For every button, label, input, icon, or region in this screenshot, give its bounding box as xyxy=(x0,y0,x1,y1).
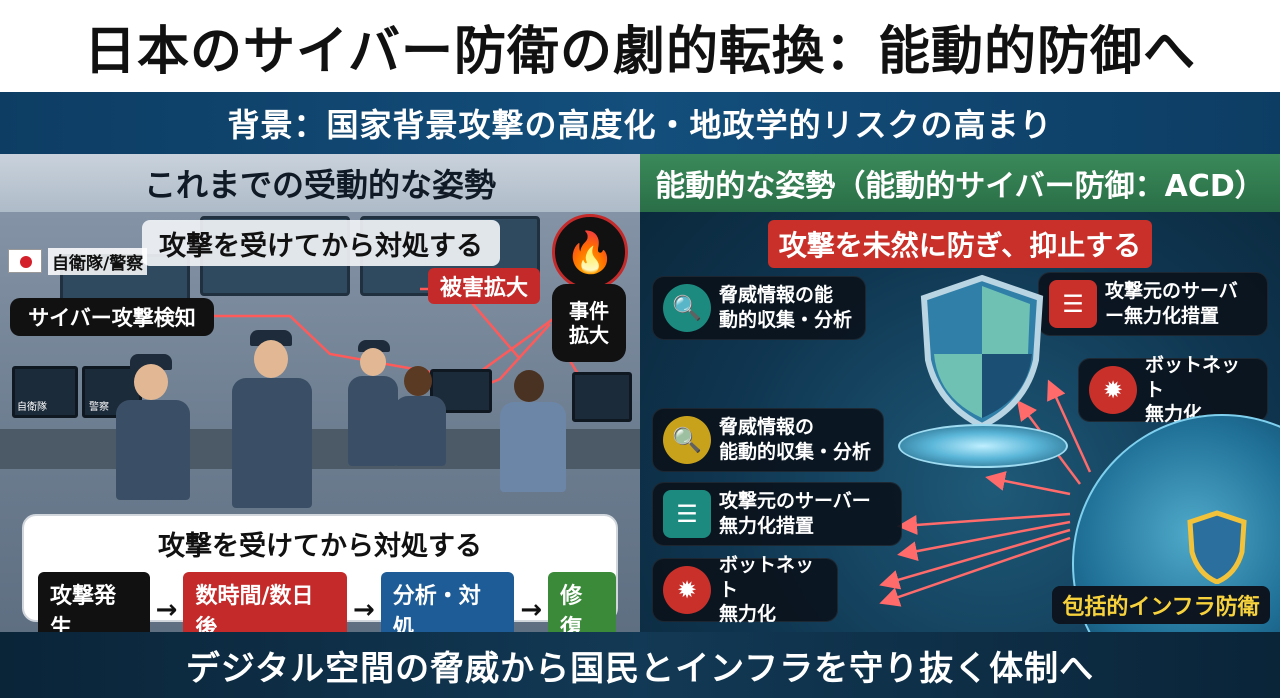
magnifier-icon: 🔍 xyxy=(663,284,711,332)
server-icon: ☰ xyxy=(663,490,711,538)
monitor xyxy=(572,372,632,422)
botnet-card: ✹ ボットネット無力化 xyxy=(1078,354,1268,425)
damage-tag: 被害拡大 xyxy=(428,268,540,304)
title-bar: 日本のサイバー防衛の劇的転換：能動的防御へ xyxy=(0,0,1280,92)
reactive-panel: これまでの受動的な姿勢 攻撃を受けてから対処する 自衛隊/警察 サイバー攻撃検知… xyxy=(0,154,640,632)
page-title: 日本のサイバー防衛の劇的転換：能動的防御へ xyxy=(84,21,1196,82)
threat-intel-card: 🔍 脅威情報の能動的収集・分析 xyxy=(652,408,884,472)
prevention-banner-text: 攻撃を未然に防ぎ、抑止する xyxy=(778,229,1142,262)
flow-step: 修復 xyxy=(548,572,616,632)
card-line: 脅威情報の xyxy=(719,416,815,439)
card-line: ボットネット xyxy=(1145,353,1241,401)
footer-text: デジタル空間の脅威から国民とインフラを守り抜く体制へ xyxy=(185,648,1095,689)
incident-line: 拡大 xyxy=(569,323,609,347)
active-panel: 能動的な姿勢（能動的サイバー防御：ACD） 攻撃を未然に防ぎ、抑止する 🔍 脅威… xyxy=(640,154,1280,632)
card-line: ボットネット xyxy=(719,553,815,601)
incident-badge: 事件 拡大 xyxy=(552,284,626,362)
response-flow: 攻撃発生 → 数時間/数日後 → 分析・対処 → 修復 xyxy=(38,572,616,632)
monitor-label: 自衛隊 xyxy=(17,402,47,413)
arrow-icon: → xyxy=(155,595,178,625)
server-neutralize-card: ☰ 攻撃元のサーバー無力化措置 xyxy=(652,482,902,546)
card-line: 能動的収集・分析 xyxy=(719,441,872,463)
left-heading: これまでの受動的な姿勢 xyxy=(0,154,640,212)
right-heading-text: 能動的な姿勢（能動的サイバー防御：ACD） xyxy=(655,169,1265,204)
card-line: 脅威情報の能 xyxy=(719,284,834,307)
monitor-label: 警察 xyxy=(89,402,109,413)
virus-icon: ✹ xyxy=(1089,366,1137,414)
reaction-callout: 攻撃を受けてから対処する 攻撃発生 → 数時間/数日後 → 分析・対処 → 修復 xyxy=(22,514,618,632)
card-line: 無力化 xyxy=(719,603,777,626)
prevention-banner: 攻撃を未然に防ぎ、抑止する xyxy=(768,220,1152,268)
damage-tag-text: 被害拡大 xyxy=(439,276,528,301)
infra-defense-label: 包括的インフラ防衛 xyxy=(1052,586,1270,624)
arrow-icon: → xyxy=(520,595,543,625)
flow-step: 攻撃発生 xyxy=(38,572,150,632)
fire-icon: 🔥 xyxy=(552,214,628,290)
card-line: 攻撃元のサーバ xyxy=(1105,280,1238,303)
card-line: 動的収集・分析 xyxy=(719,309,853,331)
reaction-pill: 攻撃を受けてから対処する xyxy=(142,220,500,266)
monitor: 自衛隊 xyxy=(12,366,78,418)
background-band: 背景：国家背景攻撃の高度化・地政学的リスクの高まり xyxy=(0,92,1280,154)
counter-arrows xyxy=(879,379,1092,607)
agency-label: 自衛隊/警察 xyxy=(8,246,168,276)
callout-title: 攻撃を受けてから対処する xyxy=(158,531,482,562)
infra-defense-text: 包括的インフラ防衛 xyxy=(1062,595,1260,620)
card-line: 無力化措置 xyxy=(719,515,815,537)
server-neutralize-card: ☰ 攻撃元のサーバー無力化措置 xyxy=(1038,272,1268,336)
incident-line: 事件 xyxy=(569,299,609,323)
flow-step: 数時間/数日後 xyxy=(183,572,347,632)
threat-intel-card: 🔍 脅威情報の能動的収集・分析 xyxy=(652,276,866,340)
shield-icon xyxy=(920,274,1044,430)
right-heading: 能動的な姿勢（能動的サイバー防御：ACD） xyxy=(640,154,1280,212)
magnifier-icon: 🔍 xyxy=(663,416,711,464)
shield-pedestal xyxy=(898,424,1068,468)
botnet-card: ✹ ボットネット無力化 xyxy=(652,554,838,625)
virus-icon: ✹ xyxy=(663,566,711,614)
detect-tag-text: サイバー攻撃検知 xyxy=(28,306,196,330)
background-text: 背景：国家背景攻撃の高度化・地政学的リスクの高まり xyxy=(227,106,1053,144)
flow-step: 分析・対処 xyxy=(380,572,515,632)
left-heading-text: これまでの受動的な姿勢 xyxy=(143,166,496,204)
card-line: ー無力化措置 xyxy=(1105,305,1220,327)
server-icon: ☰ xyxy=(1049,280,1097,328)
infra-shield-icon xyxy=(1187,510,1247,584)
reaction-pill-text: 攻撃を受けてから対処する xyxy=(159,230,483,262)
japan-flag-icon xyxy=(8,249,42,273)
footer-band: デジタル空間の脅威から国民とインフラを守り抜く体制へ xyxy=(0,632,1280,698)
agency-label-text: 自衛隊/警察 xyxy=(48,247,148,275)
detect-tag: サイバー攻撃検知 xyxy=(10,298,214,336)
card-line: 攻撃元のサーバー xyxy=(719,490,871,513)
arrow-icon: → xyxy=(352,595,375,625)
